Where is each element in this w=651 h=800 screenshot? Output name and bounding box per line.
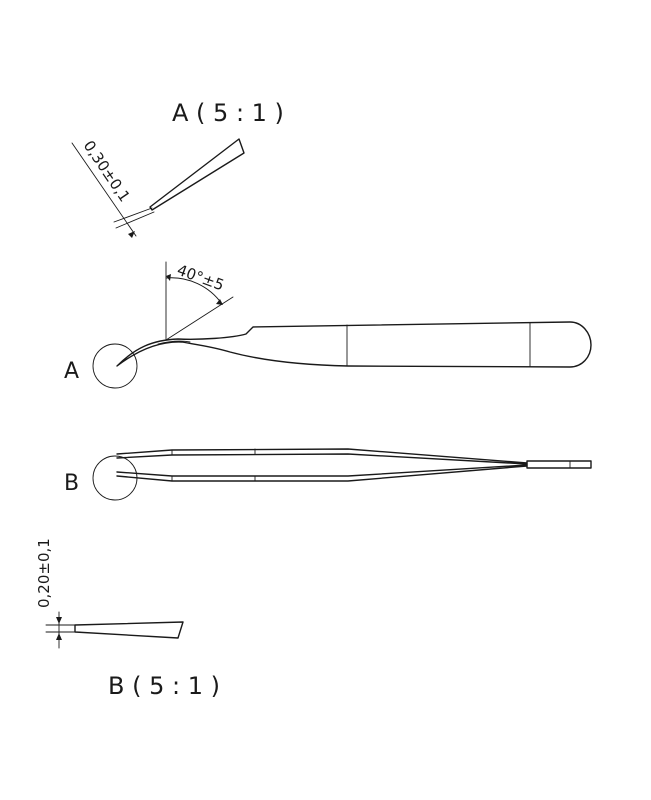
detail-a-title: A ( 5 : 1 ) [172,99,284,127]
detail-b-arrow-top [56,617,62,624]
angle-arrow-right [216,299,223,305]
view-a: A 40°±5 [64,261,592,389]
angle-arrow-left [166,274,171,281]
view-a-tweezer-outline [116,321,592,368]
detail-a-tip [149,138,245,211]
detail-b-dimension: 0,20±0,1 [35,538,53,608]
view-b: B [64,448,592,501]
view-b-lower-arm [116,464,528,482]
detail-a-dimension-line-1 [113,207,153,223]
detail-a-arrow [128,231,135,238]
view-a-jaw-line [157,340,191,345]
angle-inclined-line [165,296,234,341]
view-a-angle: 40°±5 [175,261,227,295]
view-b-label: B [64,471,79,496]
detail-a-dimension: 0,30±0,1 [80,137,134,205]
detail-a-extension-line [71,142,137,237]
detail-a-dimension-line-2 [115,211,155,229]
angle-arc [165,277,223,305]
detail-b-arrow-bottom [56,633,62,640]
view-b-detail-circle [92,455,138,501]
detail-b-tip [74,621,184,639]
view-b-upper-arm [116,448,528,465]
detail-b: 0,20±0,1 B ( 5 : 1 ) [35,538,220,700]
view-a-detail-circle [92,343,138,389]
detail-a: A ( 5 : 1 ) 0,30±0,1 [71,99,284,238]
detail-b-title: B ( 5 : 1 ) [108,672,220,700]
view-a-label: A [64,359,79,384]
view-b-handle-end [526,460,592,469]
